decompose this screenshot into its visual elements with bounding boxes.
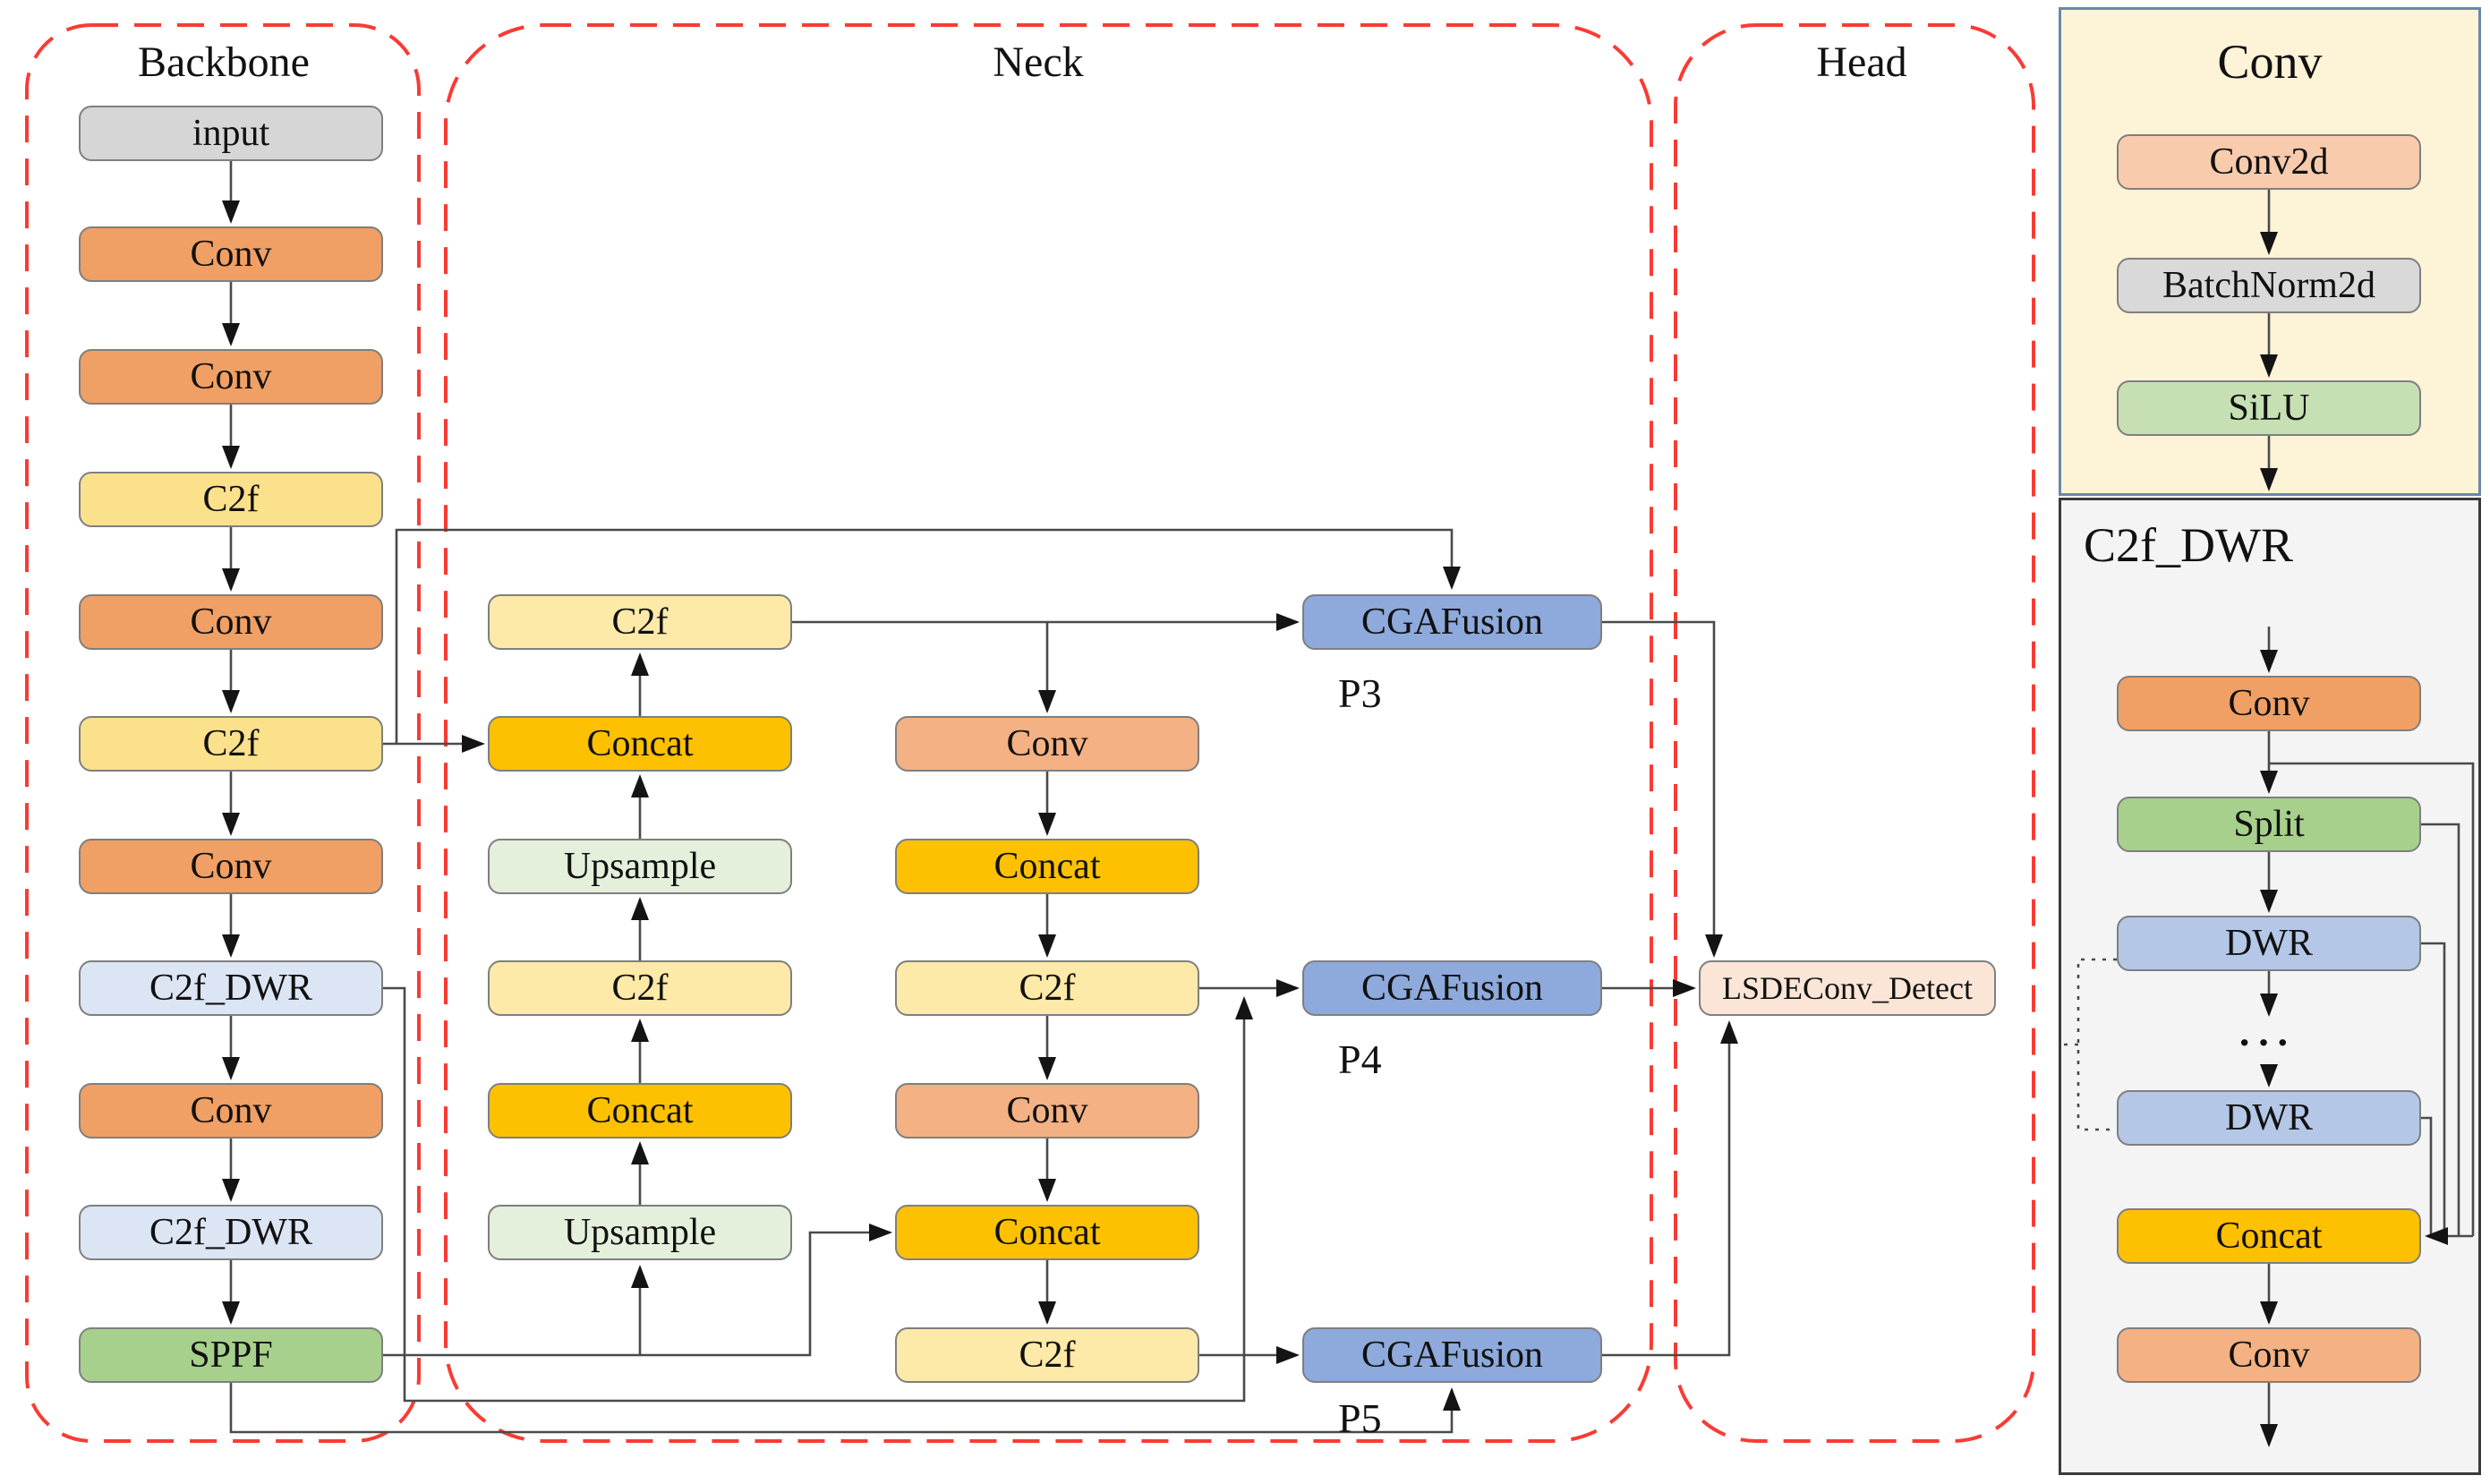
node-module-conv-in: Conv (2117, 676, 2421, 731)
node-lsdeconv-detect: LSDEConv_Detect (1699, 960, 1996, 1016)
node-cgafusion-p5: CGAFusion (1302, 1327, 1602, 1383)
node-cgafusion-p4: CGAFusion (1302, 960, 1602, 1016)
node-cgafusion-p3: CGAFusion (1302, 594, 1602, 650)
region-outlines (25, 23, 2035, 1443)
node-neck-conv-1: Conv (895, 716, 1199, 772)
node-neck-concat-4: Concat (895, 1205, 1199, 1260)
label-p4: P4 (1338, 1036, 1382, 1082)
node-backbone-c2f-1: C2f (79, 472, 383, 527)
node-backbone-sppf: SPPF (79, 1327, 383, 1383)
node-silu: SiLU (2117, 380, 2421, 436)
node-backbone-c2f-dwr-2: C2f_DWR (79, 1205, 383, 1260)
node-conv2d: Conv2d (2117, 134, 2421, 190)
neck-region-outline (444, 23, 1653, 1443)
node-neck-concat-3: Concat (895, 839, 1199, 894)
node-neck-c2f-p3: C2f (488, 594, 792, 650)
node-module-conv-out: Conv (2117, 1327, 2421, 1383)
node-neck-c2f-mid: C2f (488, 960, 792, 1016)
node-backbone-c2f-2: C2f (79, 716, 383, 772)
node-backbone-conv-3: Conv (79, 594, 383, 650)
node-neck-c2f-p4: C2f (895, 960, 1199, 1016)
node-neck-conv-2: Conv (895, 1083, 1199, 1139)
node-module-concat: Concat (2117, 1208, 2421, 1264)
node-backbone-conv-4: Conv (79, 839, 383, 894)
head-region-title: Head (1816, 38, 1907, 86)
node-backbone-input: input (79, 106, 383, 161)
node-neck-upsample-1: Upsample (488, 839, 792, 894)
backbone-region-title: Backbone (138, 38, 310, 86)
node-neck-concat-1: Concat (488, 716, 792, 772)
node-backbone-c2f-dwr-1: C2f_DWR (79, 960, 383, 1016)
node-neck-upsample-2: Upsample (488, 1205, 792, 1260)
node-neck-c2f-p5: C2f (895, 1327, 1199, 1383)
node-module-split: Split (2117, 797, 2421, 852)
node-neck-concat-2: Concat (488, 1083, 792, 1139)
node-module-dwr-2: DWR (2117, 1090, 2421, 1146)
node-module-dwr-1: DWR (2117, 916, 2421, 971)
conv-panel-title: Conv (2217, 35, 2323, 89)
dwr-repeat-ellipsis: ··· (2238, 1019, 2296, 1065)
node-backbone-conv-2: Conv (79, 349, 383, 405)
node-backbone-conv-5: Conv (79, 1083, 383, 1139)
node-backbone-conv-1: Conv (79, 226, 383, 282)
neck-region-title: Neck (993, 38, 1084, 86)
node-batchnorm2d: BatchNorm2d (2117, 258, 2421, 313)
c2f-dwr-panel-title: C2f_DWR (2084, 518, 2293, 572)
head-region-outline (1674, 23, 2035, 1443)
backbone-region-outline (25, 23, 421, 1443)
label-p5: P5 (1338, 1395, 1382, 1441)
label-p3: P3 (1338, 670, 1382, 716)
wires (222, 161, 2475, 1447)
